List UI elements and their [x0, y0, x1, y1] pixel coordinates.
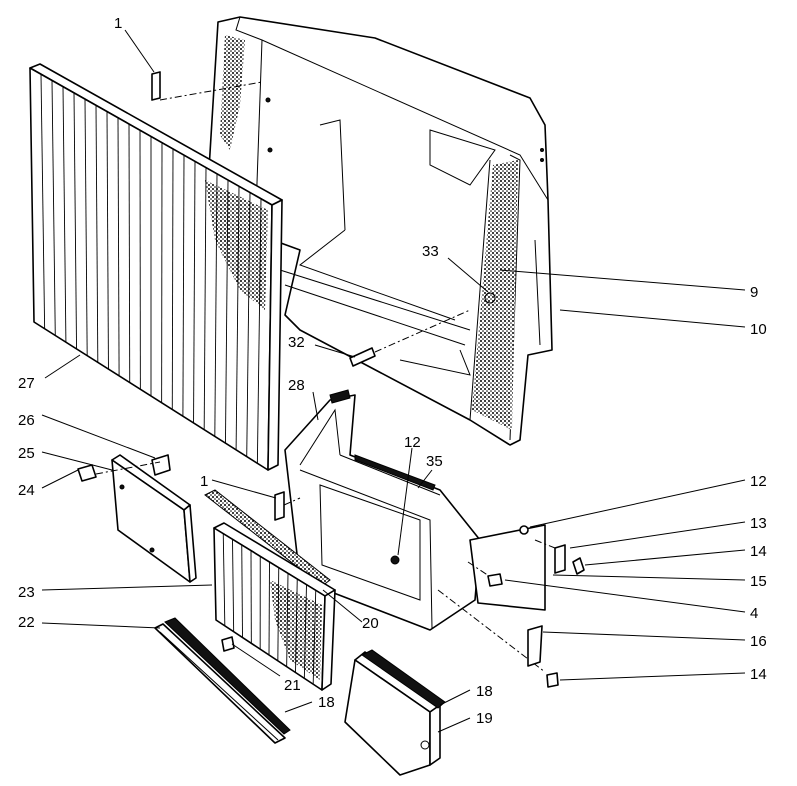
label-18-left: 18 — [318, 694, 335, 711]
label-32: 32 — [288, 334, 305, 351]
screen-fin — [269, 562, 270, 655]
label-35: 35 — [426, 453, 443, 470]
label-23: 23 — [18, 584, 35, 601]
side-panel-19 — [345, 650, 445, 775]
label-19: 19 — [476, 710, 493, 727]
label-27: 27 — [18, 375, 35, 392]
label-28: 28 — [288, 377, 305, 394]
label-1-top: 1 — [114, 15, 122, 32]
label-33: 33 — [422, 243, 439, 260]
label-22: 22 — [18, 614, 35, 631]
cover-plate — [78, 455, 196, 582]
label-21: 21 — [284, 677, 301, 694]
label-14-upper: 14 — [750, 543, 767, 560]
label-20: 20 — [362, 615, 379, 632]
label-14-lower: 14 — [750, 666, 767, 683]
label-10: 10 — [750, 321, 767, 338]
label-9: 9 — [750, 284, 758, 301]
label-25: 25 — [18, 445, 35, 462]
label-12-right: 12 — [750, 473, 767, 490]
label-4: 4 — [750, 605, 758, 622]
label-26: 26 — [18, 412, 35, 429]
label-13: 13 — [750, 515, 767, 532]
label-16: 16 — [750, 633, 767, 650]
label-1-lower: 1 — [200, 473, 208, 490]
label-15: 15 — [750, 573, 767, 590]
label-18-right: 18 — [476, 683, 493, 700]
label-12-center: 12 — [404, 434, 421, 451]
label-24: 24 — [18, 482, 35, 499]
